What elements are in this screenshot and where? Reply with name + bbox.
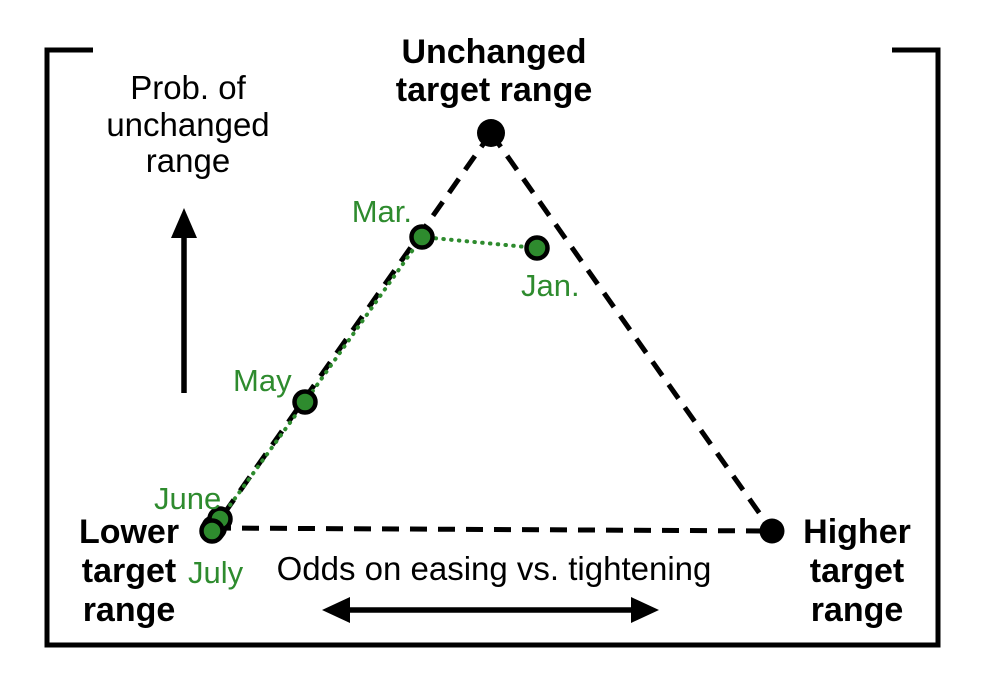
y-axis-arrowhead-icon [171, 208, 197, 238]
y-axis-label-line3: range [146, 142, 230, 179]
triangle-edge-right [488, 131, 775, 533]
month-dot-may [292, 389, 318, 415]
figure-frame [44, 47, 941, 648]
vertex-dot-bottom_right [759, 518, 785, 544]
x-axis-label: Odds on easing vs. tightening [277, 550, 712, 587]
y-axis-label-line2: unchanged [106, 106, 269, 143]
month-dot-july [199, 518, 225, 544]
month-label-june: June [154, 481, 221, 516]
top-vertex-label-line2: target range [396, 71, 593, 109]
month-dots [199, 224, 550, 544]
left-vertex-label-line3: range [83, 591, 176, 629]
triangle-edge-left [211, 131, 494, 530]
triangle-edges [211, 131, 775, 534]
month-label-july: July [188, 555, 244, 590]
month-label-jan: Jan. [521, 268, 580, 303]
triangle-edge-bottom [213, 525, 773, 534]
right-vertex-label-line1: Higher [803, 513, 911, 551]
x-axis-arrowhead-left-icon [322, 597, 350, 623]
vertex-dot-top [477, 119, 505, 147]
month-label-may: May [233, 363, 292, 398]
x-axis-arrowhead-right-icon [631, 597, 659, 623]
right-vertex-label-line3: range [811, 591, 904, 629]
vertex-dots [201, 119, 785, 544]
month-label-mar: Mar. [352, 194, 412, 229]
left-vertex-label-line2: target [82, 552, 176, 590]
month-dot-mar [409, 224, 435, 250]
y-axis-label-line1: Prob. of [130, 69, 246, 106]
left-vertex-label-line1: Lower [79, 513, 179, 551]
month-dot-jan [524, 235, 550, 261]
right-vertex-label-line2: target [810, 552, 904, 590]
top-vertex-label-line1: Unchanged [401, 33, 586, 71]
